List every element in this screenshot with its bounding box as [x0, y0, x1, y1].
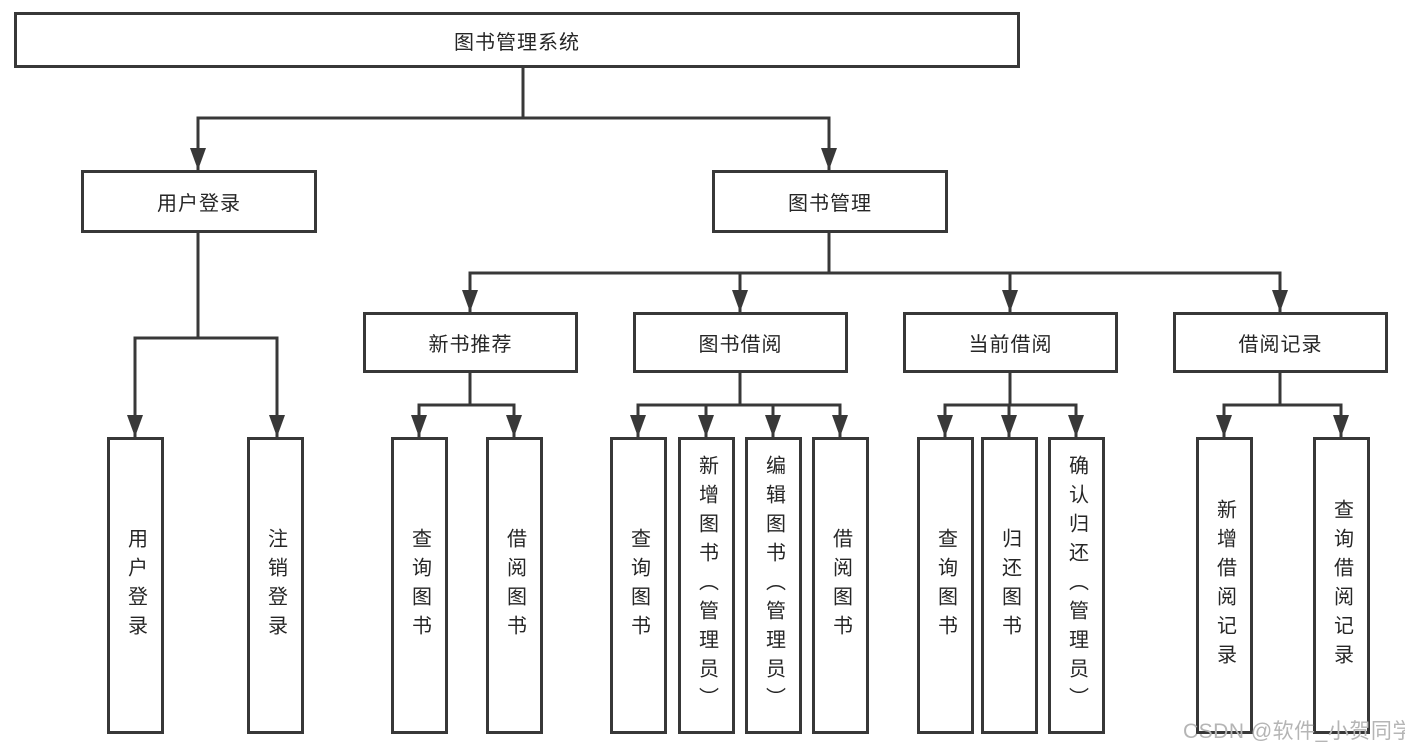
node-leaf-edit-books-admin: 编辑图书（管理员）: [745, 437, 802, 734]
node-leaf-edit-books-admin-label: 编辑图书（管理员）: [762, 455, 785, 716]
node-leaf-query-books-current: 查询图书: [917, 437, 974, 734]
node-book-management-label: 图书管理: [788, 193, 872, 215]
node-leaf-borrow-books-recommend-label: 借阅图书: [503, 527, 526, 644]
node-leaf-borrow-books-borrowing: 借阅图书: [812, 437, 869, 734]
node-user-login-label: 用户登录: [157, 193, 241, 215]
node-book-borrowing-label: 图书借阅: [698, 334, 783, 356]
node-leaf-logout-label: 注销登录: [264, 527, 287, 644]
node-leaf-add-borrow-record-label: 新增借阅记录: [1213, 498, 1236, 673]
node-leaf-borrow-books-borrowing-label: 借阅图书: [829, 527, 852, 644]
edge-group-book-borrowing: [630, 373, 848, 437]
edge-group-root: [190, 68, 837, 170]
node-leaf-query-books-current-label: 查询图书: [934, 527, 957, 644]
node-book-borrowing: 图书借阅: [633, 312, 848, 373]
node-current-borrowing: 当前借阅: [903, 312, 1118, 373]
node-leaf-query-borrow-record: 查询借阅记录: [1313, 437, 1370, 734]
node-leaf-query-books-borrowing: 查询图书: [610, 437, 667, 734]
node-leaf-query-books-recommend-label: 查询图书: [408, 527, 431, 644]
edge-group-borrowing-records: [1216, 373, 1349, 437]
csdn-watermark: CSDN @软件_小贺同学: [1183, 720, 1405, 743]
edge-group-book-management: [462, 233, 1288, 312]
node-leaf-query-books-borrowing-label: 查询图书: [627, 527, 650, 644]
node-user-login: 用户登录: [81, 170, 317, 233]
node-new-book-recommend-label: 新书推荐: [428, 334, 513, 356]
node-leaf-user-login: 用户登录: [107, 437, 164, 734]
node-leaf-confirm-return-admin: 确认归还（管理员）: [1048, 437, 1105, 734]
node-leaf-return-books: 归还图书: [981, 437, 1038, 734]
node-borrowing-records-label: 借阅记录: [1238, 334, 1323, 356]
node-leaf-return-books-label: 归还图书: [998, 527, 1021, 644]
edge-group-user-login: [127, 233, 285, 437]
node-current-borrowing-label: 当前借阅: [968, 334, 1053, 356]
node-leaf-logout: 注销登录: [247, 437, 304, 734]
node-root-label: 图书管理系统: [454, 31, 580, 54]
edge-group-current-borrowing: [937, 373, 1084, 437]
node-borrowing-records: 借阅记录: [1173, 312, 1388, 373]
node-book-management: 图书管理: [712, 170, 948, 233]
node-leaf-add-borrow-record: 新增借阅记录: [1196, 437, 1253, 734]
node-leaf-query-borrow-record-label: 查询借阅记录: [1330, 498, 1353, 673]
node-leaf-confirm-return-admin-label: 确认归还（管理员）: [1065, 455, 1088, 716]
node-root-system: 图书管理系统: [14, 12, 1020, 68]
edge-group-new-book-recommend: [411, 373, 522, 437]
node-leaf-query-books-recommend: 查询图书: [391, 437, 448, 734]
node-leaf-add-books-admin: 新增图书（管理员）: [678, 437, 735, 734]
node-leaf-borrow-books-recommend: 借阅图书: [486, 437, 543, 734]
node-leaf-add-books-admin-label: 新增图书（管理员）: [695, 455, 718, 716]
node-leaf-user-login-label: 用户登录: [124, 527, 147, 644]
node-new-book-recommend: 新书推荐: [363, 312, 578, 373]
